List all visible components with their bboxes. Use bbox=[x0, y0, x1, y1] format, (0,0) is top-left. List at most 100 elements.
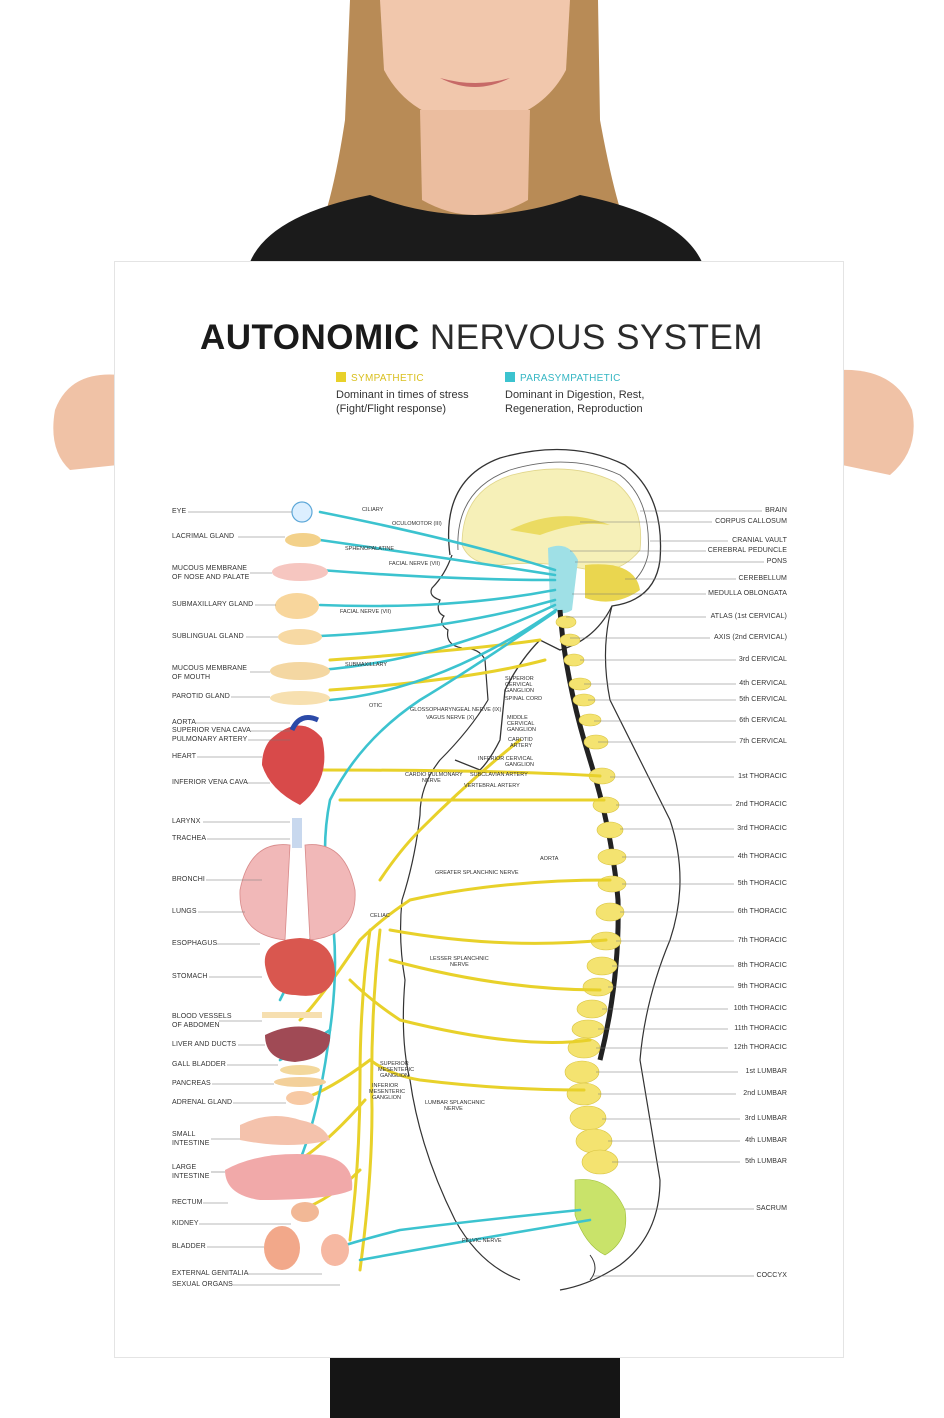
legend-sympathetic: SYMPATHETIC Dominant in times of stress (… bbox=[336, 372, 469, 416]
inner-ciliary: CILIARY bbox=[362, 507, 384, 513]
label-4th-thoracic: 4th THORACIC bbox=[737, 853, 787, 860]
label-small-intestine-2: INTESTINE bbox=[172, 1140, 210, 1147]
inner-inf-cervical-2: GANGLION bbox=[505, 762, 535, 768]
label-kidney: KIDNEY bbox=[172, 1220, 199, 1227]
aorta-organ bbox=[289, 715, 320, 732]
label-blood-vessels-2: OF ABDOMEN bbox=[172, 1022, 220, 1029]
sympathetic-label: SYMPATHETIC bbox=[351, 373, 424, 384]
label-external-genitalia: EXTERNAL GENITALIA bbox=[172, 1270, 249, 1277]
label-brain: BRAIN bbox=[765, 507, 787, 514]
inner-aorta: AORTA bbox=[540, 856, 559, 862]
pancreas-organ bbox=[274, 1077, 326, 1087]
label-mucous-mouth-1: MUCOUS MEMBRANE bbox=[172, 665, 248, 672]
label-trachea: TRACHEA bbox=[172, 835, 207, 842]
label-cranial-vault: CRANIAL VAULT bbox=[732, 537, 787, 544]
label-7th-cervical: 7th CERVICAL bbox=[739, 738, 787, 745]
right-leader-lines bbox=[566, 510, 764, 1277]
label-8th-thoracic: 8th THORACIC bbox=[737, 962, 787, 969]
corpus-callosum bbox=[510, 516, 610, 535]
inner-mid-cervical-2: CERVICAL bbox=[507, 721, 535, 727]
label-4th-cervical: 4th CERVICAL bbox=[739, 680, 787, 687]
right-lung-organ bbox=[304, 844, 356, 941]
label-9th-thoracic: 9th THORACIC bbox=[737, 983, 787, 990]
face bbox=[380, 0, 570, 125]
torso-front bbox=[399, 699, 521, 1281]
label-superior-vena-cava: SUPERIOR VENA CAVA bbox=[172, 727, 251, 734]
label-6th-cervical: 6th CERVICAL bbox=[739, 717, 787, 724]
small-intestine-organ bbox=[240, 1116, 330, 1145]
label-parotid-gland: PAROTID GLAND bbox=[172, 693, 230, 700]
label-larynx: LARYNX bbox=[172, 818, 201, 825]
inner-carotid-1: CAROTID bbox=[508, 737, 533, 743]
inner-lumbar-splanchnic-1: LUMBAR SPLANCHNIC bbox=[425, 1100, 485, 1106]
label-pancreas: PANCREAS bbox=[172, 1080, 211, 1087]
label-5th-thoracic: 5th THORACIC bbox=[737, 880, 787, 887]
inner-lumbar-splanchnic-2: NERVE bbox=[444, 1106, 463, 1112]
label-lacrimal-gland: LACRIMAL GLAND bbox=[172, 533, 235, 540]
inner-lesser-splanchnic-2: NERVE bbox=[450, 962, 469, 968]
nose-mucosa-organ bbox=[272, 563, 328, 581]
label-5th-cervical: 5th CERVICAL bbox=[739, 696, 787, 703]
inner-subclavian: SUBCLAVIAN ARTERY bbox=[470, 772, 528, 778]
label-corpus-callosum: CORPUS CALLOSUM bbox=[715, 518, 787, 525]
sympathetic-desc-2: (Fight/Flight response) bbox=[336, 403, 447, 415]
legend-parasympathetic: PARASYMPATHETIC Dominant in Digestion, R… bbox=[505, 372, 644, 416]
title-bold: AUTONOMIC bbox=[200, 318, 420, 357]
parasympathetic-desc-1: Dominant in Digestion, Rest, bbox=[505, 389, 645, 401]
inner-otic: OTIC bbox=[369, 703, 383, 709]
label-pulmonary-artery: PULMONARY ARTERY bbox=[172, 736, 248, 743]
inner-greater-splanchnic: GREATER SPLANCHNIC NERVE bbox=[435, 870, 519, 876]
label-heart: HEART bbox=[172, 753, 197, 760]
label-pons: PONS bbox=[766, 558, 787, 565]
inner-cardio-pulmonary-1: CARDIO PULMONARY bbox=[405, 772, 463, 778]
label-7th-thoracic: 7th THORACIC bbox=[737, 937, 787, 944]
label-sacrum: SACRUM bbox=[756, 1205, 787, 1212]
large-intestine-organ bbox=[225, 1154, 353, 1200]
parasympathetic-desc-2: Regeneration, Reproduction bbox=[505, 403, 643, 415]
parasympathetic-swatch bbox=[505, 372, 515, 382]
trachea-organ bbox=[292, 818, 302, 848]
label-mucous-nose-1: MUCOUS MEMBRANE bbox=[172, 565, 248, 572]
label-2nd-thoracic: 2nd THORACIC bbox=[735, 801, 787, 808]
inner-spinal-cord: SPINAL CORD bbox=[505, 696, 543, 702]
label-axis: AXIS (2nd CERVICAL) bbox=[714, 634, 787, 641]
label-1st-lumbar: 1st LUMBAR bbox=[745, 1068, 787, 1075]
inner-celiac: CELIAC bbox=[370, 913, 390, 919]
label-inferior-vena-cava: INFERIOR VENA CAVA bbox=[172, 779, 248, 786]
lacrimal-organ bbox=[285, 533, 321, 547]
inner-lesser-splanchnic-1: LESSER SPLANCHNIC bbox=[430, 956, 489, 962]
sacrum bbox=[574, 1179, 627, 1256]
sympathetic-desc-1: Dominant in times of stress bbox=[336, 389, 469, 401]
stomach-organ bbox=[264, 938, 335, 996]
label-6th-thoracic: 6th THORACIC bbox=[737, 908, 787, 915]
inner-glossopharyngeal: GLOSSOPHARYNGEAL NERVE (IX) bbox=[410, 707, 502, 713]
parasympathetic-nerves bbox=[278, 510, 592, 1262]
label-medulla-oblongata: MEDULLA OBLONGATA bbox=[708, 590, 787, 597]
sublingual-organ bbox=[278, 629, 322, 645]
label-lungs: LUNGS bbox=[172, 908, 197, 915]
inner-carotid-2: ARTERY bbox=[510, 743, 533, 749]
label-mucous-mouth-2: OF MOUTH bbox=[172, 674, 211, 681]
liver-organ bbox=[265, 1026, 331, 1062]
mouth-mucosa-organ bbox=[270, 662, 330, 680]
inner-sup-mesenteric-3: GANGLION bbox=[380, 1073, 410, 1079]
label-bronchi: BRONCHI bbox=[172, 876, 205, 883]
label-large-intestine-1: LARGE bbox=[172, 1164, 197, 1171]
organs bbox=[225, 501, 356, 1270]
inner-sup-cervical-2: CERVICAL bbox=[505, 682, 533, 688]
left-lung-organ bbox=[239, 844, 291, 941]
label-gall-bladder: GALL BLADDER bbox=[172, 1061, 226, 1068]
title-light: NERVOUS SYSTEM bbox=[429, 318, 764, 357]
inner-inf-mesenteric-2: MESENTERIC bbox=[369, 1089, 406, 1095]
legs bbox=[330, 1357, 620, 1418]
label-rectum: RECTUM bbox=[172, 1199, 203, 1206]
label-small-intestine-1: SMALL bbox=[172, 1131, 196, 1138]
label-2nd-lumbar: 2nd LUMBAR bbox=[743, 1090, 787, 1097]
submaxillary-organ bbox=[275, 593, 319, 619]
inner-vertebral: VERTEBRAL ARTERY bbox=[464, 783, 520, 789]
label-cerebellum: CEREBELLUM bbox=[738, 575, 787, 582]
label-aorta: AORTA bbox=[172, 719, 196, 726]
inner-mid-cervical-3: GANGLION bbox=[507, 727, 537, 733]
